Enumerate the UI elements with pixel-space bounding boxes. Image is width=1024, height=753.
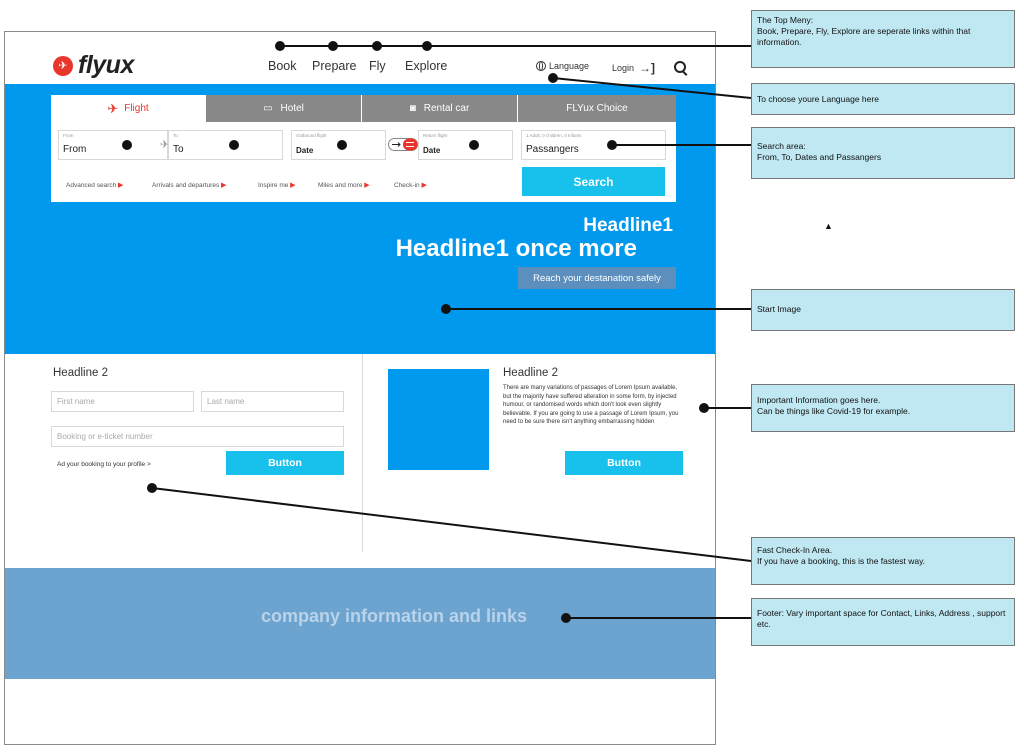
link-inspire-me[interactable]: Inspire me ▶ bbox=[258, 181, 296, 189]
tab-hotel[interactable]: ▭ Hotel bbox=[205, 95, 361, 122]
return-date-value: Date bbox=[423, 146, 441, 155]
passengers-value: Passangers bbox=[526, 144, 579, 155]
checkin-button[interactable]: Button bbox=[226, 451, 344, 475]
tab-flight-label: Flight bbox=[124, 103, 149, 114]
note-language: To choose youre Language here bbox=[751, 83, 1015, 115]
nav-prepare[interactable]: Prepare bbox=[312, 59, 357, 73]
wireframe-page: ✈ flyux Book Prepare Fly Explore Languag… bbox=[4, 31, 716, 745]
add-booking-link[interactable]: Ad your booking to your profile > bbox=[57, 461, 151, 468]
link-advanced-search-label: Advanced search bbox=[66, 182, 117, 189]
tab-rental-car[interactable]: ◙ Rental car bbox=[361, 95, 517, 122]
tab-flyux-choice-label: FLYux Choice bbox=[566, 103, 628, 114]
car-icon: ◙ bbox=[409, 103, 416, 114]
globe-icon bbox=[536, 61, 546, 71]
link-arrivals[interactable]: Arrivals and departures ▶ bbox=[152, 181, 226, 189]
hero-headline-large: Headline1 once more bbox=[395, 235, 637, 262]
search-button[interactable]: Search bbox=[522, 167, 665, 196]
booking-number-input[interactable]: Booking or e-ticket number bbox=[51, 426, 344, 447]
tab-flyux-choice[interactable]: FLYux Choice bbox=[517, 95, 676, 122]
nav-explore[interactable]: Explore bbox=[405, 59, 448, 73]
plane-logo-icon: ✈ bbox=[53, 55, 73, 76]
link-check-in[interactable]: Check-in ▶ bbox=[394, 181, 427, 189]
info-button[interactable]: Button bbox=[565, 451, 683, 475]
last-name-input[interactable]: Last name bbox=[201, 391, 344, 412]
info-body: There are many variations of passages of… bbox=[503, 385, 679, 426]
link-check-in-label: Check-in bbox=[394, 182, 420, 189]
note-checkin: Fast Check-In Area. If you have a bookin… bbox=[751, 537, 1015, 585]
first-name-input[interactable]: First name bbox=[51, 391, 194, 412]
arrow-right-icon: ▶ bbox=[421, 182, 427, 189]
to-field-value: To bbox=[173, 144, 184, 155]
note-search: Search area: From, To, Dates and Passang… bbox=[751, 127, 1015, 179]
passengers-field[interactable]: 1 Adult, 0 children, 0 Infants Passanger… bbox=[521, 130, 666, 160]
login-link[interactable]: Login →] bbox=[612, 61, 655, 75]
language-selector[interactable]: Language bbox=[536, 61, 589, 71]
tab-rental-car-label: Rental car bbox=[423, 103, 470, 114]
from-field[interactable]: From From bbox=[58, 130, 168, 160]
note-important: Important Information goes here. Can be … bbox=[751, 384, 1015, 432]
note-footer: Footer: Vary important space for Contact… bbox=[751, 598, 1015, 646]
to-field[interactable]: To To bbox=[168, 130, 283, 160]
info-image-placeholder bbox=[388, 369, 489, 470]
outbound-date-value: Date bbox=[296, 146, 314, 155]
link-inspire-me-label: Inspire me bbox=[258, 182, 289, 189]
link-arrivals-label: Arrivals and departures bbox=[152, 182, 220, 189]
from-field-value: From bbox=[63, 144, 87, 155]
section-divider bbox=[362, 354, 363, 552]
from-field-label: From bbox=[63, 133, 74, 138]
link-advanced-search[interactable]: Advanced search ▶ bbox=[66, 181, 123, 189]
arrow-right-icon: ▶ bbox=[221, 182, 227, 189]
return-date-field[interactable]: Return flight Date bbox=[418, 130, 513, 160]
login-arrow-icon: →] bbox=[639, 61, 656, 75]
plane-divider-icon: ✈ bbox=[160, 139, 170, 151]
nav-fly[interactable]: Fly bbox=[369, 59, 386, 73]
login-label: Login bbox=[612, 63, 635, 73]
footer: company information and links bbox=[5, 568, 715, 679]
brand-logo[interactable]: ✈ flyux bbox=[53, 51, 134, 80]
search-area: ✈ Flight ▭ Hotel ◙ Rental car FLYux Choi… bbox=[51, 95, 676, 202]
link-miles-label: Miles and more bbox=[318, 182, 363, 189]
footer-text: company information and links bbox=[260, 606, 527, 626]
brand-name: flyux bbox=[78, 51, 134, 79]
return-date-label: Return flight bbox=[423, 133, 448, 138]
bed-icon: ▭ bbox=[263, 103, 273, 114]
outbound-date-field[interactable]: Outbound flight Date bbox=[291, 130, 386, 160]
note-start-image: Start Image bbox=[751, 289, 1015, 331]
swap-dates-icon[interactable] bbox=[388, 138, 418, 151]
arrow-right-icon: ▶ bbox=[290, 182, 296, 189]
link-miles[interactable]: Miles and more ▶ bbox=[318, 181, 370, 189]
language-label: Language bbox=[549, 61, 590, 71]
outbound-date-label: Outbound flight bbox=[296, 133, 327, 138]
search-icon[interactable] bbox=[674, 61, 686, 73]
tab-hotel-label: Hotel bbox=[280, 103, 304, 114]
info-title: Headline 2 bbox=[503, 367, 558, 379]
plane-icon: ✈ bbox=[107, 100, 119, 116]
mouse-cursor-icon: ▲ bbox=[824, 221, 833, 231]
to-field-label: To bbox=[173, 133, 178, 138]
nav-book[interactable]: Book bbox=[268, 59, 297, 73]
arrow-right-icon: ▶ bbox=[364, 182, 370, 189]
hero-headline-small: Headline1 bbox=[583, 215, 673, 236]
passengers-label: 1 Adult, 0 children, 0 Infants bbox=[526, 133, 582, 138]
note-top-menu: The Top Meny: Book, Prepare, Fly, Explor… bbox=[751, 10, 1015, 68]
tab-flight[interactable]: ✈ Flight bbox=[51, 95, 205, 122]
hero-tagline: Reach your destanation safely bbox=[518, 267, 676, 289]
checkin-title: Headline 2 bbox=[53, 367, 108, 379]
arrow-right-icon: ▶ bbox=[118, 182, 124, 189]
